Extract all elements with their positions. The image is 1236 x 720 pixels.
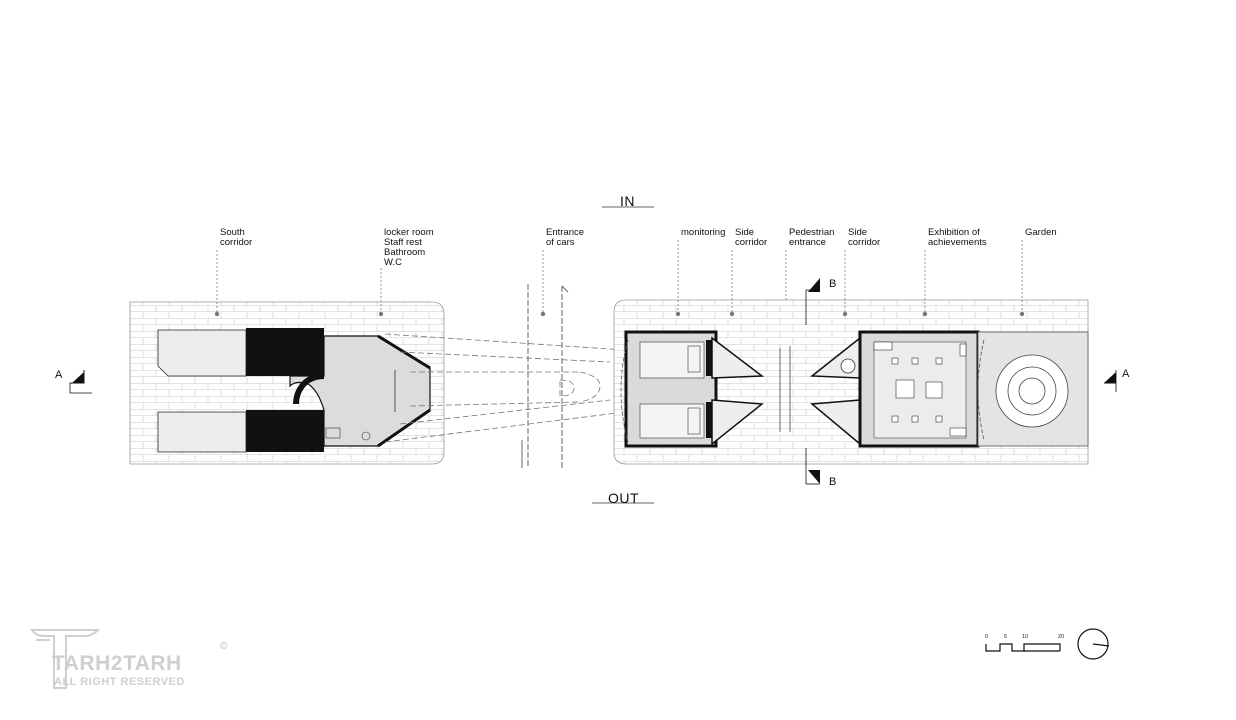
label-garden: Garden — [1025, 227, 1057, 238]
section-marker-b-bottom — [805, 448, 820, 485]
in-label: IN — [620, 193, 635, 209]
label-entrance-cars: Entrance of cars — [546, 227, 585, 248]
section-label-a-right: A — [1122, 368, 1130, 380]
section-label-b-top: B — [829, 278, 837, 290]
label-south-corridor: South corridor — [220, 227, 253, 248]
east-building — [613, 299, 1089, 465]
vehicle-lanes — [384, 333, 626, 443]
west-building — [129, 301, 445, 465]
section-label-a-left: A — [55, 369, 63, 381]
scale-tick-10: 10 — [1022, 634, 1029, 640]
label-side-corridor-2: Side corridor — [848, 227, 881, 248]
scale-bar — [985, 643, 1061, 652]
label-locker-room: locker room Staff rest Bathroom W.C — [384, 227, 434, 268]
label-monitoring: monitoring — [681, 227, 726, 238]
out-label: OUT — [608, 490, 640, 506]
section-label-b-bottom: B — [829, 476, 837, 488]
leader-dots — [214, 311, 1025, 317]
leader-lines — [216, 240, 1023, 314]
label-side-corridor-1: Side corridor — [735, 227, 768, 248]
scale-tick-0: 0 — [985, 634, 989, 640]
logo-name: TARH2TARH — [52, 652, 182, 675]
scale-tick-5: 5 — [1004, 634, 1008, 640]
north-arrow-icon — [1077, 628, 1110, 660]
label-pedestrian-entrance: Pedestrian entrance — [789, 227, 835, 248]
scale-tick-20: 20 — [1058, 634, 1065, 640]
logo-copyright: © — [220, 641, 228, 652]
logo-tagline: ALL RIGHT RESERVED — [54, 676, 185, 688]
section-marker-b-top — [805, 278, 820, 325]
logo-emblem — [30, 629, 101, 689]
label-exhibition: Exhibition of achievements — [928, 227, 987, 248]
section-marker-a-right — [1104, 370, 1117, 392]
car-entrance-gates — [521, 284, 569, 470]
section-marker-a-left — [69, 370, 92, 394]
